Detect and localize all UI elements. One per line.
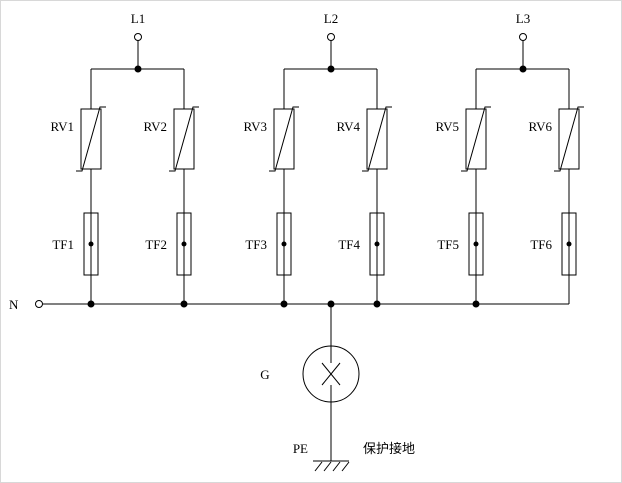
fuse-tf2-symbol: [176, 212, 192, 276]
phase-l2-terminal: [327, 33, 335, 41]
varistor-rv5-diagonal: [461, 106, 491, 172]
phase-l3-terminal: [519, 33, 527, 41]
fuse-tf6-dot: [566, 241, 572, 247]
fuse-tf5-dot: [473, 241, 479, 247]
phase-l1: L1: [91, 11, 184, 73]
earth-hatch-2: [323, 461, 332, 472]
fuse-tf3-symbol: [276, 212, 292, 276]
fuse-tf4-dot: [374, 241, 380, 247]
fuse-tf4-symbol: [369, 212, 385, 276]
fuse-tf2-dot: [181, 241, 187, 247]
branch-rv6-tf6: RV6 TF6: [528, 69, 584, 304]
earth-note-label: 保护接地: [363, 441, 415, 456]
varistor-rv3-diagonal: [269, 106, 299, 172]
varistor-rv2-label: RV2: [143, 119, 167, 134]
fuse-tf2-label: TF2: [145, 237, 167, 252]
varistor-rv2-diagonal: [169, 106, 199, 172]
neutral-terminal: [35, 300, 43, 308]
varistor-rv6-diagonal: [554, 106, 584, 172]
fuse-tf5-label: TF5: [437, 237, 459, 252]
phase-l2-label: L2: [324, 11, 338, 26]
varistor-rv6-label: RV6: [528, 119, 552, 134]
fuse-tf6-symbol: [561, 212, 577, 276]
phase-l1-terminal: [134, 33, 142, 41]
varistor-rv4-label: RV4: [336, 119, 360, 134]
gdt-label: G: [260, 367, 269, 382]
fuse-tf1-dot: [88, 241, 94, 247]
fuse-tf1-label: TF1: [52, 237, 74, 252]
fuse-tf5-symbol: [468, 212, 484, 276]
earth-hatch-1: [314, 461, 323, 472]
fuse-tf4-label: TF4: [338, 237, 360, 252]
branch-rv4-tf4: RV4 TF4: [336, 69, 392, 308]
varistor-rv1-label: RV1: [50, 119, 74, 134]
fuse-tf3-dot: [281, 241, 287, 247]
branch-rv2-tf2: RV2 TF2: [143, 69, 199, 308]
fuse-tf6-label: TF6: [530, 237, 552, 252]
varistor-rv1-diagonal: [76, 106, 106, 172]
phase-l3: L3: [476, 11, 569, 73]
neutral-label: N: [9, 297, 19, 312]
gas-discharge-tube: G: [260, 300, 360, 403]
fuse-tf1-symbol: [83, 212, 99, 276]
earth-hatch-3: [332, 461, 341, 472]
fuse-tf3-label: TF3: [245, 237, 267, 252]
phase-l2: L2: [284, 11, 377, 73]
varistor-rv3-label: RV3: [243, 119, 267, 134]
earth-hatch-4: [341, 461, 350, 472]
branch-rv5-tf5: RV5 TF5: [435, 69, 491, 308]
neutral-bus: N: [9, 297, 569, 312]
branch-rv3-tf3: RV3 TF3: [243, 69, 299, 308]
gdt-gap-stroke-2: [321, 362, 341, 386]
phase-l3-label: L3: [516, 11, 530, 26]
pe-label: PE: [293, 441, 308, 456]
protective-earth: PE 保护接地: [293, 402, 415, 472]
branch-rv1-tf1: RV1 TF1: [50, 69, 106, 308]
varistor-rv5-label: RV5: [435, 119, 459, 134]
varistor-rv4-diagonal: [362, 106, 392, 172]
phase-l1-label: L1: [131, 11, 145, 26]
